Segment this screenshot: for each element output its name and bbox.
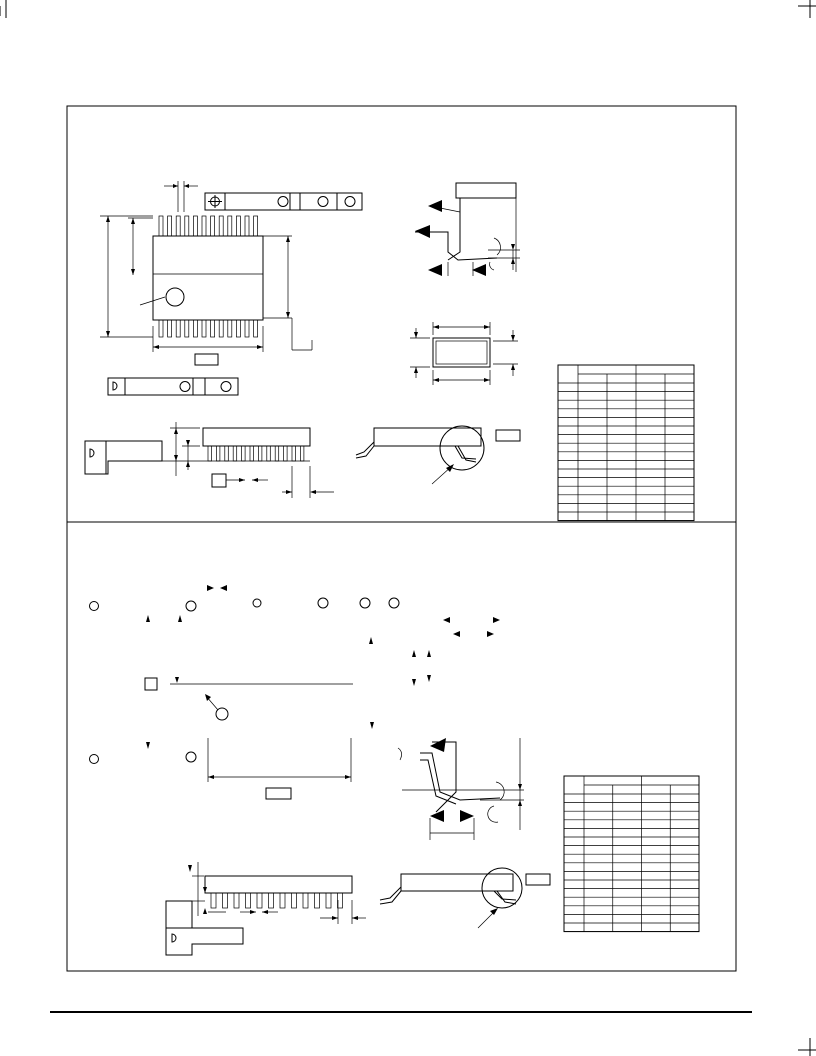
lead-bottom: [244, 319, 250, 338]
lead-bottom: [253, 319, 258, 338]
leads-bottom: [158, 319, 258, 338]
pin1-marker: [165, 287, 185, 307]
lead-bottom: [184, 319, 190, 338]
side-lead: [279, 892, 286, 909]
lead-top: [218, 215, 224, 237]
upper-lead-detail: [415, 182, 520, 276]
package-body-top-view: [152, 235, 264, 321]
upper-top-view: [100, 181, 363, 396]
pin1-marker-lower: [215, 707, 229, 721]
side-lead: [210, 892, 217, 909]
upper-dimension-table: [557, 364, 695, 522]
lead-bottom: [193, 319, 198, 338]
side-lead: [249, 445, 254, 462]
control-frame-top: [204, 192, 363, 211]
upper-side-view: [84, 422, 334, 498]
lead-top: [201, 215, 207, 237]
side-lead: [325, 892, 332, 909]
lower-side-view-right: [379, 867, 551, 929]
outer-frame: [66, 105, 737, 972]
lead-top: [167, 215, 172, 237]
side-lead: [314, 892, 320, 909]
side-lead: [291, 892, 297, 909]
side-lead: [302, 892, 309, 909]
lower-lead-detail: [397, 738, 524, 840]
side-lead: [216, 445, 221, 462]
lead-top: [184, 215, 190, 237]
side-lead: [224, 445, 229, 462]
side-lead: [274, 445, 280, 462]
upper-lead-end-view: [410, 322, 518, 385]
lead-bottom: [218, 319, 224, 338]
lead-bottom: [167, 319, 172, 338]
lead-bottom: [227, 319, 233, 338]
side-lead: [291, 445, 296, 462]
lead-top: [227, 215, 233, 237]
lead-top: [175, 215, 181, 237]
side-lead: [222, 892, 228, 909]
lead-top: [210, 215, 215, 237]
lead-top: [158, 215, 164, 237]
lower-side-view: [165, 862, 366, 956]
lead-bottom: [158, 319, 164, 338]
lead-top: [253, 215, 258, 237]
side-lead: [266, 445, 271, 462]
side-lead: [207, 445, 212, 462]
side-lead: [245, 892, 251, 909]
side-lead: [283, 445, 288, 462]
lead-top: [244, 215, 250, 237]
control-frame-bottom: [107, 377, 239, 396]
upper-side-view-right: [355, 425, 521, 485]
lead-bottom: [175, 319, 181, 338]
leads-top: [158, 215, 258, 237]
side-lead: [300, 445, 305, 462]
side-lead: [232, 445, 238, 462]
lower-top-view: [89, 585, 500, 800]
lead-top: [236, 215, 241, 237]
side-lead: [233, 892, 240, 909]
lead-top: [193, 215, 198, 237]
side-lead: [337, 892, 343, 909]
side-lead: [268, 892, 274, 909]
lead-bottom: [201, 319, 207, 338]
side-lead: [241, 445, 246, 462]
side-lead: [256, 892, 263, 909]
lead-bottom: [236, 319, 241, 338]
lead-bottom: [210, 319, 215, 338]
lower-dimension-table: [563, 775, 700, 933]
side-lead: [258, 445, 263, 462]
